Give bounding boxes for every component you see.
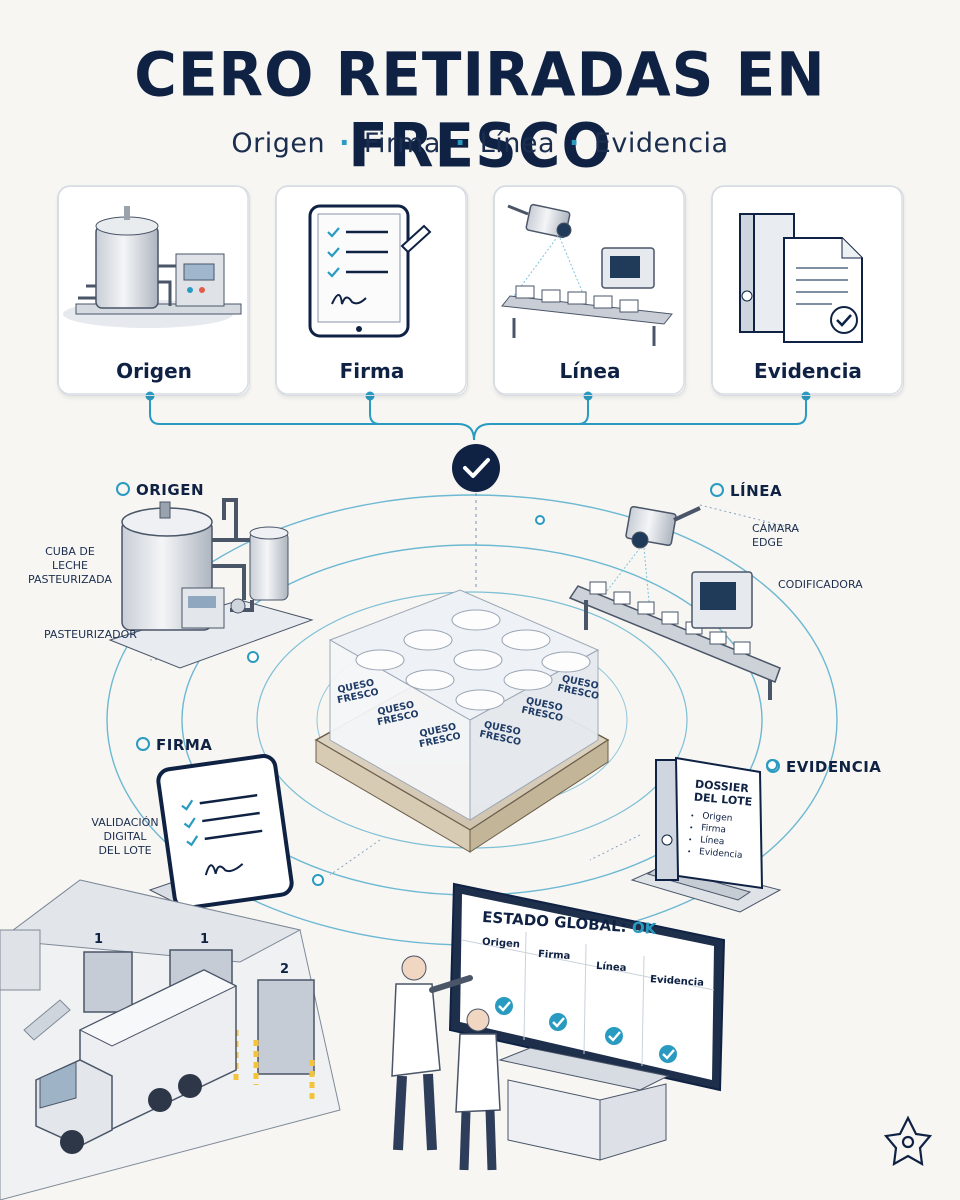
card-origen-label: Origen — [116, 359, 192, 383]
subtitle-item-firma: Firma — [363, 128, 441, 159]
origen-plant-illustration — [108, 498, 314, 669]
card-firma: Firma — [276, 186, 468, 396]
card-firma-icon — [308, 204, 432, 338]
product-pallet-illustration — [314, 589, 610, 853]
check-hub-icon — [452, 444, 500, 492]
monitor-status-ok: OK — [631, 918, 657, 939]
section-evidencia-title: EVIDENCIA — [766, 758, 881, 776]
monitor-col-linea: Línea — [595, 960, 627, 975]
monitor-col-firma: Firma — [537, 948, 571, 963]
card-origen: Origen — [58, 186, 250, 396]
subtitle-item-linea: Línea — [479, 128, 556, 159]
card-linea-icon — [501, 203, 673, 346]
card-linea: Línea — [494, 186, 686, 396]
label-pasteurizador: PASTEURIZADOR — [44, 628, 137, 641]
dock-number: 1 — [200, 932, 210, 947]
subtitle-item-origen: Origen — [231, 128, 326, 159]
card-evidencia: Evidencia — [712, 186, 904, 396]
brand-logo-icon — [883, 1115, 933, 1167]
linea-conveyor-illustration — [568, 505, 781, 700]
subtitle-item-evidencia: Evidencia — [593, 128, 729, 159]
section-linea-title: LÍNEA — [710, 482, 782, 500]
card-firma-label: Firma — [339, 359, 405, 383]
card-linea-label: Línea — [559, 359, 621, 383]
card-evidencia-icon — [739, 213, 863, 343]
section-origen-title: ORIGEN — [116, 481, 204, 499]
label-validacion-digital: VALIDACIÓN DIGITAL DEL LOTE — [91, 816, 159, 857]
label-cuba-leche: CUBA DE LECHE PASTEURIZADA — [28, 545, 112, 586]
subtitle: Origen·Firma·Línea·Evidencia — [231, 128, 729, 159]
dock-number: 1 — [94, 932, 104, 947]
firma-tablet-illustration — [148, 754, 294, 911]
dossier-text: DOSSIER DEL LOTE Origen Firma Línea Evid… — [689, 778, 754, 863]
truck-illustration — [35, 969, 238, 1154]
card-origen-icon — [63, 206, 242, 328]
scientist-figures — [391, 955, 501, 1171]
card-connectors — [145, 391, 811, 441]
label-camara-edge: CÁMARA EDGE — [752, 522, 799, 549]
section-firma-title: FIRMA — [136, 736, 212, 754]
label-codificadora: CODIFICADORA — [778, 578, 863, 591]
dossier-list: Origen Firma Línea Evidencia — [689, 809, 751, 862]
dossier-title: DOSSIER DEL LOTE — [693, 777, 753, 809]
dock-number: 2 — [280, 962, 290, 977]
evidencia-dossier-illustration — [630, 756, 782, 913]
status-monitor-illustration — [448, 882, 726, 1161]
page-title: CERO RETIRADAS EN FRESCO — [134, 38, 826, 182]
card-evidencia-label: Evidencia — [754, 359, 862, 383]
